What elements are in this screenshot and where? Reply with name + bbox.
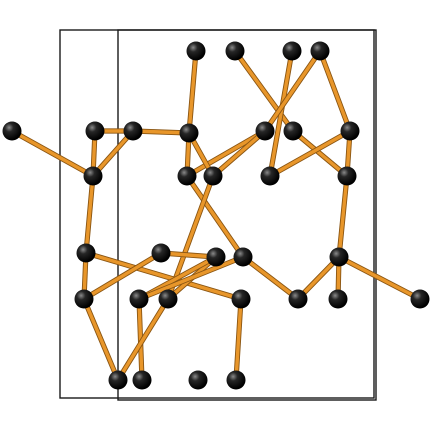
atom bbox=[76, 243, 96, 263]
bond bbox=[91, 129, 135, 178]
bond bbox=[263, 49, 322, 133]
bond bbox=[296, 255, 341, 301]
atom bbox=[328, 289, 348, 309]
atom bbox=[288, 289, 308, 309]
atom bbox=[206, 247, 226, 267]
bond bbox=[337, 174, 349, 259]
atom bbox=[108, 370, 128, 390]
bond bbox=[233, 49, 295, 133]
bond bbox=[268, 129, 352, 178]
atom bbox=[2, 121, 22, 141]
atom bbox=[282, 41, 302, 61]
atom bbox=[85, 121, 105, 141]
atom bbox=[129, 289, 149, 309]
atom bbox=[123, 121, 143, 141]
atom bbox=[203, 166, 223, 186]
atom bbox=[337, 166, 357, 186]
bond bbox=[84, 174, 95, 255]
back-box bbox=[117, 29, 377, 401]
bond bbox=[234, 297, 243, 382]
atom bbox=[231, 289, 251, 309]
atom bbox=[74, 289, 94, 309]
bond bbox=[268, 49, 294, 178]
atom bbox=[329, 247, 349, 267]
atom bbox=[188, 370, 208, 390]
bond bbox=[116, 297, 170, 382]
atom bbox=[233, 247, 253, 267]
atom bbox=[83, 166, 103, 186]
bond bbox=[137, 255, 245, 301]
bond bbox=[82, 251, 163, 301]
atom bbox=[151, 243, 171, 263]
bond bbox=[84, 251, 243, 301]
bond bbox=[241, 255, 300, 301]
bond bbox=[187, 49, 198, 135]
atom bbox=[283, 121, 303, 141]
bond bbox=[318, 49, 352, 133]
atom bbox=[410, 289, 430, 309]
atom bbox=[177, 166, 197, 186]
bond bbox=[211, 129, 267, 178]
atom bbox=[186, 41, 206, 61]
atom-layer bbox=[2, 41, 430, 390]
atom bbox=[310, 41, 330, 61]
atom bbox=[255, 121, 275, 141]
bond-layer bbox=[9, 48, 423, 383]
atom bbox=[226, 370, 246, 390]
atom bbox=[225, 41, 245, 61]
bond bbox=[82, 297, 120, 382]
bond bbox=[185, 129, 267, 178]
atom bbox=[260, 166, 280, 186]
front-box bbox=[59, 29, 375, 399]
bond bbox=[185, 174, 245, 259]
unit-cell-frame bbox=[59, 29, 377, 401]
bond bbox=[337, 255, 422, 301]
bond bbox=[291, 129, 349, 178]
atom bbox=[179, 123, 199, 143]
atom bbox=[132, 370, 152, 390]
atom bbox=[340, 121, 360, 141]
atom bbox=[158, 289, 178, 309]
bond bbox=[10, 129, 95, 178]
